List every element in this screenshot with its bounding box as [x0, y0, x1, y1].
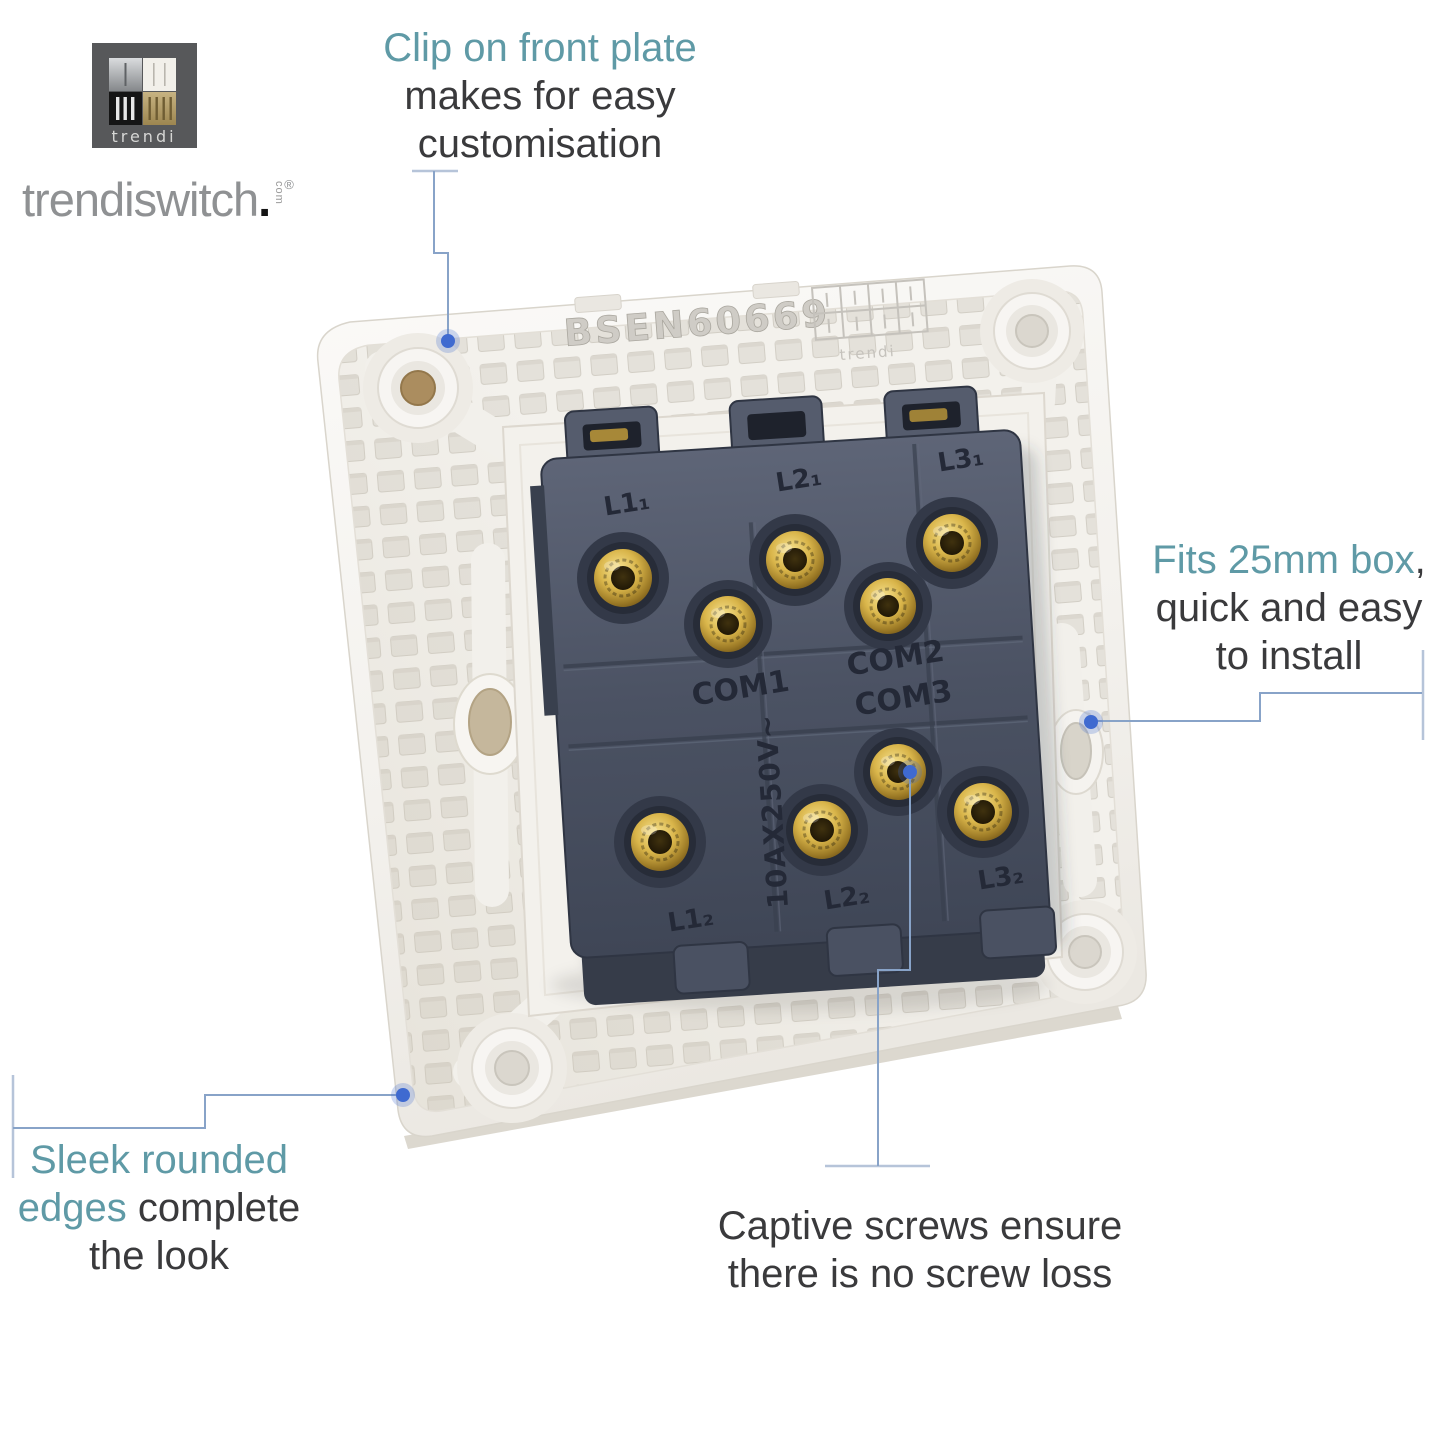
- mechanism-bottom-tabs: [672, 905, 1057, 995]
- corner-screw-bosses: [363, 279, 1137, 1123]
- brand-wordmark: trendiswitch.com®: [22, 175, 294, 225]
- label-l3-top: L3₁: [936, 442, 986, 479]
- label-l2-top: L2₁: [774, 462, 824, 499]
- annotation-captive-screws: Captive screws ensure there is no screw …: [717, 1204, 1123, 1296]
- terminal-screw-l3-bottom: [937, 766, 1029, 858]
- logo-label: trendi: [111, 127, 176, 146]
- annotation-highlight: Sleek rounded: [30, 1138, 288, 1182]
- etched-brand-text: trendi: [839, 342, 896, 364]
- terminal-screw-l2-bottom: [776, 784, 868, 876]
- plate-bottom-edge: [404, 1006, 1122, 1149]
- label-l3-bottom: L3₂: [976, 860, 1026, 897]
- terminal-screw-l1-top: [577, 532, 669, 624]
- annotation-highlight: Fits 25mm box: [1152, 538, 1415, 582]
- wordmark-tld: com: [273, 181, 286, 205]
- logo-switch-silver: [109, 58, 142, 91]
- terminal-screw-l3-top: [906, 497, 998, 589]
- annotation-fits-25mm-box: Fits 25mm box, quick and easy to install: [1152, 538, 1426, 678]
- terminals: [577, 497, 1029, 888]
- etched-brand-logo: [810, 278, 929, 341]
- logo-switch-white: [143, 58, 176, 91]
- terminal-screw-com3: [854, 728, 942, 816]
- label-l1-bottom: L1₂: [666, 902, 716, 939]
- screw-boss-bottom-left: [457, 1013, 567, 1123]
- label-l2-bottom: L2₂: [822, 880, 872, 917]
- callout-line-sleek: [13, 1094, 398, 1129]
- callout-line-fits: [1096, 692, 1422, 722]
- plate-notches: [574, 280, 800, 314]
- terminal-screw-com1: [684, 580, 772, 668]
- callout-line-clip: [433, 171, 449, 338]
- screw-boss-top-left: [363, 333, 473, 443]
- terminal-screw-l1-bottom: [614, 796, 706, 888]
- oval-hole-left: [453, 673, 527, 775]
- oval-hole-right: [1048, 709, 1104, 795]
- wordmark-dot: .: [258, 173, 272, 226]
- annotation-highlight: Clip on front plate: [383, 26, 697, 70]
- terminal-screw-l2-top: [749, 514, 841, 606]
- terminal-screw-com2: [844, 562, 932, 650]
- logo-switch-black: [109, 92, 142, 125]
- brand-logo: trendi: [92, 43, 197, 148]
- annotation-sleek-rounded-edges: Sleek rounded edges complete the look: [17, 1138, 301, 1278]
- logo-switch-gold: [143, 92, 176, 125]
- screw-boss-top-right: [980, 279, 1084, 383]
- annotation-clip-on-front-plate: Clip on front plate makes for easy custo…: [383, 26, 697, 166]
- wordmark-text: trendiswitch: [22, 173, 259, 226]
- label-l1-top: L1₁: [602, 486, 652, 523]
- callouts: [11, 169, 1425, 1178]
- registered-mark: ®: [284, 177, 294, 192]
- callout-line-captive: [877, 776, 911, 1166]
